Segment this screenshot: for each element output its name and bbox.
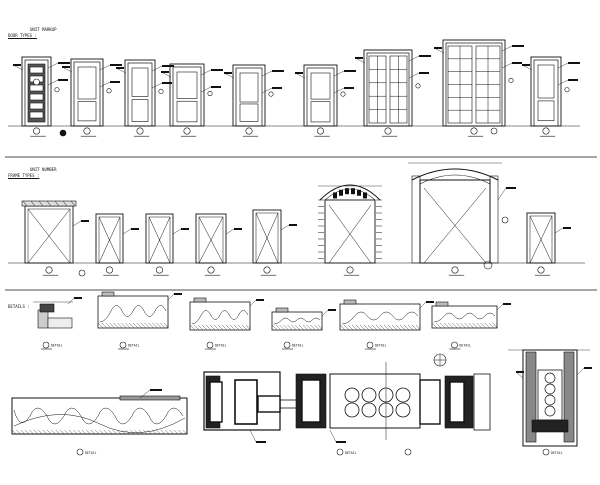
detail-label: DETAIL [551,451,563,455]
detail-section: DETAIL [339,299,434,350]
door-elevation [115,59,174,137]
frame-elevation [252,209,297,276]
arched-frame [318,184,382,276]
detail-section: DETAIL [431,301,511,350]
door-types-heading: DOOR TYPES : [8,33,37,38]
frame-types-heading: FRAME TYPES : [8,173,39,178]
frame-types-row [21,162,571,277]
frame-elevation [526,212,571,276]
arched-frame-large [408,162,516,276]
section-dividers [5,125,597,291]
detail-section: DETAIL [33,297,82,350]
unit-markup-heading: UNIT MARKUP [30,27,57,32]
detail-label: DETAIL [128,344,140,348]
door-elevation [160,63,223,137]
details-heading: DETAILS : [8,304,30,309]
frame-types-label: FRAME TYPES : [8,173,40,178]
detail-section: DETAIL [189,297,264,350]
door-elevation [354,49,431,137]
detail-section: DETAIL [271,307,336,350]
detail-section-long: DETAIL [11,389,188,456]
door-types-row [12,39,580,137]
frame-elevation [195,213,242,276]
large-details: DETAIL DETAIL DETAIL [11,349,592,456]
detail-label: DETAIL [292,344,304,348]
door-elevation [61,58,122,137]
detail-label: DETAIL [375,344,387,348]
door-elevation [223,64,284,137]
unit-number-heading: UNIT NUMBER [30,167,57,172]
detail-label: DETAIL [85,451,97,455]
door-elevation [12,56,70,137]
detail-label: DETAIL [460,344,472,348]
door-elevation [294,64,356,137]
door-elevation [433,39,524,137]
frame-elevation [145,213,189,276]
detail-section-frame-plan: DETAIL [203,353,491,456]
detail-section-jamb: DETAIL [508,349,592,456]
detail-label: DETAIL [215,344,227,348]
details-row: DETAIL DETAIL DETAIL DETAIL DETAIL DETAIL [33,291,511,350]
door-types-label: DOOR TYPES : [8,33,37,38]
frame-elevation [21,200,89,276]
frame-elevation [95,213,139,276]
detail-label: DETAIL [345,451,357,455]
door-elevation [521,56,580,137]
detail-label: DETAIL [51,344,63,348]
detail-section: DETAIL [97,291,182,350]
